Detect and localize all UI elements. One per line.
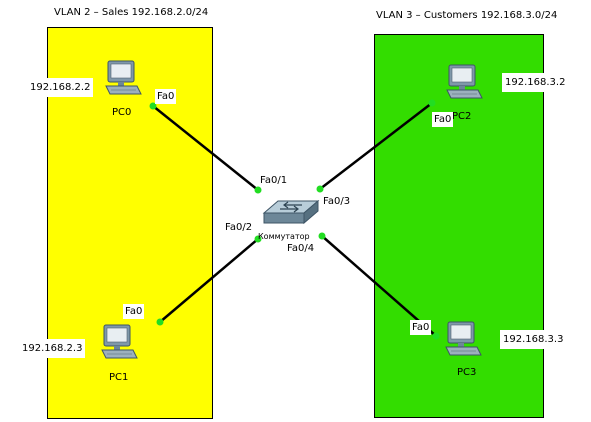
pc2-name: PC2	[452, 111, 472, 122]
port-pc3-fa0-indicator	[432, 332, 440, 340]
link-pc2-switch[interactable]	[319, 102, 433, 190]
pc3-icon[interactable]	[445, 321, 482, 356]
pc3-name: PC3	[457, 367, 477, 378]
pc2-port-label: Fa0	[432, 112, 454, 127]
port-sw-fa0-4-indicator	[318, 232, 326, 240]
pc1-ip-label: 192.168.2.3	[19, 339, 86, 358]
vlan3-title: VLAN 3 – Customers 192.168.3.0/24	[376, 10, 558, 21]
pc0-ip-label: 192.168.2.2	[27, 78, 94, 97]
switch-name: Коммутатор	[258, 232, 310, 241]
pc0-icon[interactable]	[105, 60, 142, 95]
pc3-port-label: Fa0	[410, 320, 432, 335]
pc0-name: PC0	[112, 107, 132, 118]
pc3-ip-label: 192.168.3.3	[500, 330, 567, 349]
switch-port-fa0-2-label: Fa0/2	[225, 222, 253, 233]
port-sw-fa0-2-indicator	[254, 235, 262, 243]
pc1-name: PC1	[109, 372, 129, 383]
switch-port-fa0-3-label: Fa0/3	[323, 196, 351, 207]
link-pc0-switch[interactable]	[152, 105, 259, 191]
switch-port-fa0-4-label: Fa0/4	[287, 243, 315, 254]
pc2-icon[interactable]	[446, 64, 483, 99]
link-pc1-switch[interactable]	[159, 238, 259, 323]
link-pc3-switch[interactable]	[321, 235, 437, 337]
port-sw-fa0-1-indicator	[254, 186, 262, 194]
port-sw-fa0-3-indicator	[316, 185, 324, 193]
port-pc0-fa0-indicator	[149, 102, 157, 110]
switch-port-fa0-1-label: Fa0/1	[260, 175, 288, 186]
port-pc2-fa0-indicator	[428, 99, 436, 107]
pc1-port-label: Fa0	[123, 304, 145, 319]
switch-icon[interactable]	[262, 199, 320, 225]
port-pc1-fa0-indicator	[156, 318, 164, 326]
pc2-ip-label: 192.168.3.2	[502, 73, 569, 92]
pc1-icon[interactable]	[101, 324, 138, 359]
vlan2-title: VLAN 2 – Sales 192.168.2.0/24	[54, 7, 209, 18]
pc0-port-label: Fa0	[155, 89, 177, 104]
